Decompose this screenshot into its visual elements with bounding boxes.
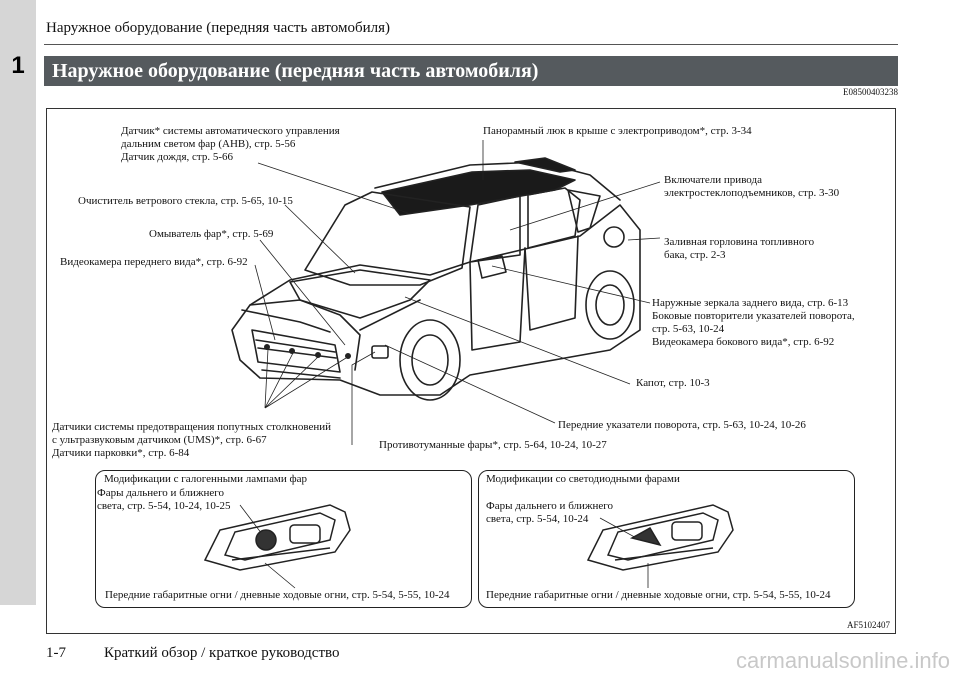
label-mirrors: Наружные зеркала заднего вида, стр. 6-13… (652, 297, 855, 348)
halogen-box-title: Модификации с галогенными лампами фар (104, 473, 307, 485)
hood (289, 269, 431, 319)
led-headlamp-label: Фары дальнего и ближнего света, стр. 5-5… (486, 500, 613, 525)
running-header: Наружное оборудование (передняя часть ав… (46, 20, 391, 36)
halogen-variant-box (95, 470, 472, 608)
fog-lamp (371, 345, 389, 359)
side-mirror (477, 255, 507, 279)
label-fuel-filler: Заливная горловина топливного бака, стр.… (664, 236, 815, 261)
label-ahb-sensor: Датчик* системы автоматического управлен… (121, 125, 340, 163)
watermark-text: carmanualsonline.info (735, 648, 950, 673)
parking-sensors (264, 344, 351, 359)
halogen-headlamp-drawing (203, 504, 351, 571)
rear-wheel (585, 270, 635, 340)
figure-code: AF5102407 (846, 620, 890, 630)
header-divider (44, 44, 898, 45)
section-title-bar (44, 56, 898, 86)
rear-side-window (527, 187, 581, 249)
led-headlamp-drawing (586, 504, 734, 571)
fuel-door (603, 226, 625, 248)
label-turn-signals: Передние указатели поворота, стр. 5-63, … (558, 419, 806, 431)
page-number: 1-7 (46, 645, 66, 661)
label-sunroof: Панорамный люк в крыше с электроприводом… (483, 125, 752, 137)
front-wheel (399, 319, 461, 401)
car-body (231, 204, 641, 396)
front-fascia (249, 299, 361, 371)
front-side-window (469, 195, 521, 263)
footer-title: Краткий обзор / краткое руководство (104, 645, 340, 661)
led-variant-box (478, 470, 855, 608)
led-position-label: Передние габаритные огни / дневные ходов… (486, 589, 831, 601)
label-fog-lamps: Противотуманные фары*, стр. 5-64, 10-24,… (379, 439, 607, 451)
figure-frame (46, 108, 896, 634)
label-window-switches: Включатели привода электростеклоподъемни… (664, 174, 840, 199)
section-code: E08500403238 (843, 87, 898, 97)
halogen-headlamp-label: Фары дальнего и ближнего света, стр. 5-5… (97, 487, 231, 512)
label-headlamp-washer: Омыватель фар*, стр. 5-69 (149, 228, 274, 240)
panoramic-roof (381, 169, 576, 216)
label-sensors: Датчики системы предотвращения попутных … (52, 421, 332, 459)
section-title: Наружное оборудование (передняя часть ав… (52, 60, 539, 82)
chapter-number: 1 (11, 52, 25, 79)
label-hood: Капот, стр. 10-3 (636, 377, 710, 389)
windshield (304, 191, 471, 286)
label-front-camera: Видеокамера переднего вида*, стр. 6-92 (60, 256, 248, 268)
halogen-position-label: Передние габаритные огни / дневные ходов… (105, 589, 450, 601)
front-grille (251, 329, 341, 373)
led-box-title: Модификации со светодиодными фарами (486, 473, 680, 485)
label-wipers: Очиститель ветрового стекла, стр. 5-65, … (78, 195, 293, 207)
chapter-side-tab (0, 0, 36, 605)
